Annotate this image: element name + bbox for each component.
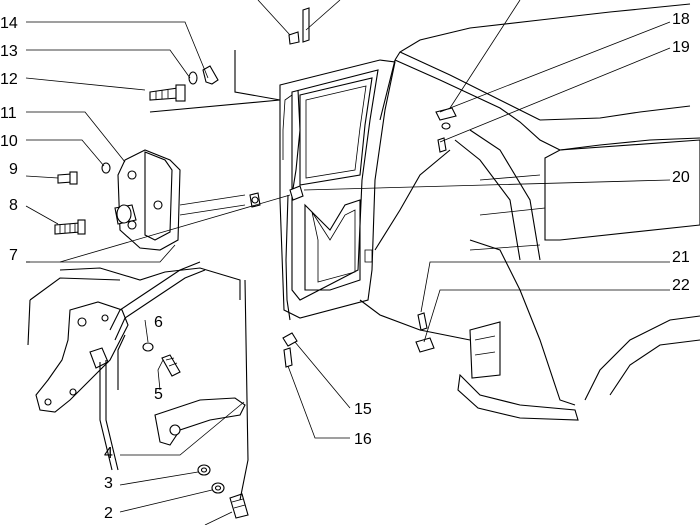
callout-2: 2: [104, 505, 113, 522]
callout-11: 11: [0, 105, 17, 122]
callout-labels: 14 13 12 11 10 9 8 7 6 5 4 3 2 1 18 19 2…: [0, 11, 690, 522]
callout-12: 12: [0, 71, 18, 88]
callout-14: 14: [0, 15, 18, 32]
callout-13: 13: [0, 43, 18, 60]
door-lock-assembly: [54, 50, 281, 251]
callout-10: 10: [0, 133, 18, 150]
callout-6: 6: [154, 314, 163, 331]
callout-3: 3: [104, 475, 113, 492]
inner-handle-assembly: [27, 261, 249, 519]
callout-8: 8: [9, 197, 18, 214]
callout-21: 21: [672, 249, 690, 266]
callout-4: 4: [104, 445, 113, 462]
callout-15: 15: [354, 401, 372, 418]
leader-lines: [25, 0, 671, 525]
callout-9: 9: [9, 161, 18, 178]
callout-20: 20: [672, 169, 690, 186]
callout-16: 16: [354, 431, 372, 448]
callout-19: 19: [672, 39, 690, 56]
callout-5: 5: [154, 386, 163, 403]
callout-18: 18: [672, 11, 690, 28]
rear-door: [279, 59, 396, 321]
vehicle-body: [359, 3, 700, 421]
small-fixings: [282, 7, 457, 368]
callout-7: 7: [9, 247, 18, 264]
callout-22: 22: [672, 277, 690, 294]
